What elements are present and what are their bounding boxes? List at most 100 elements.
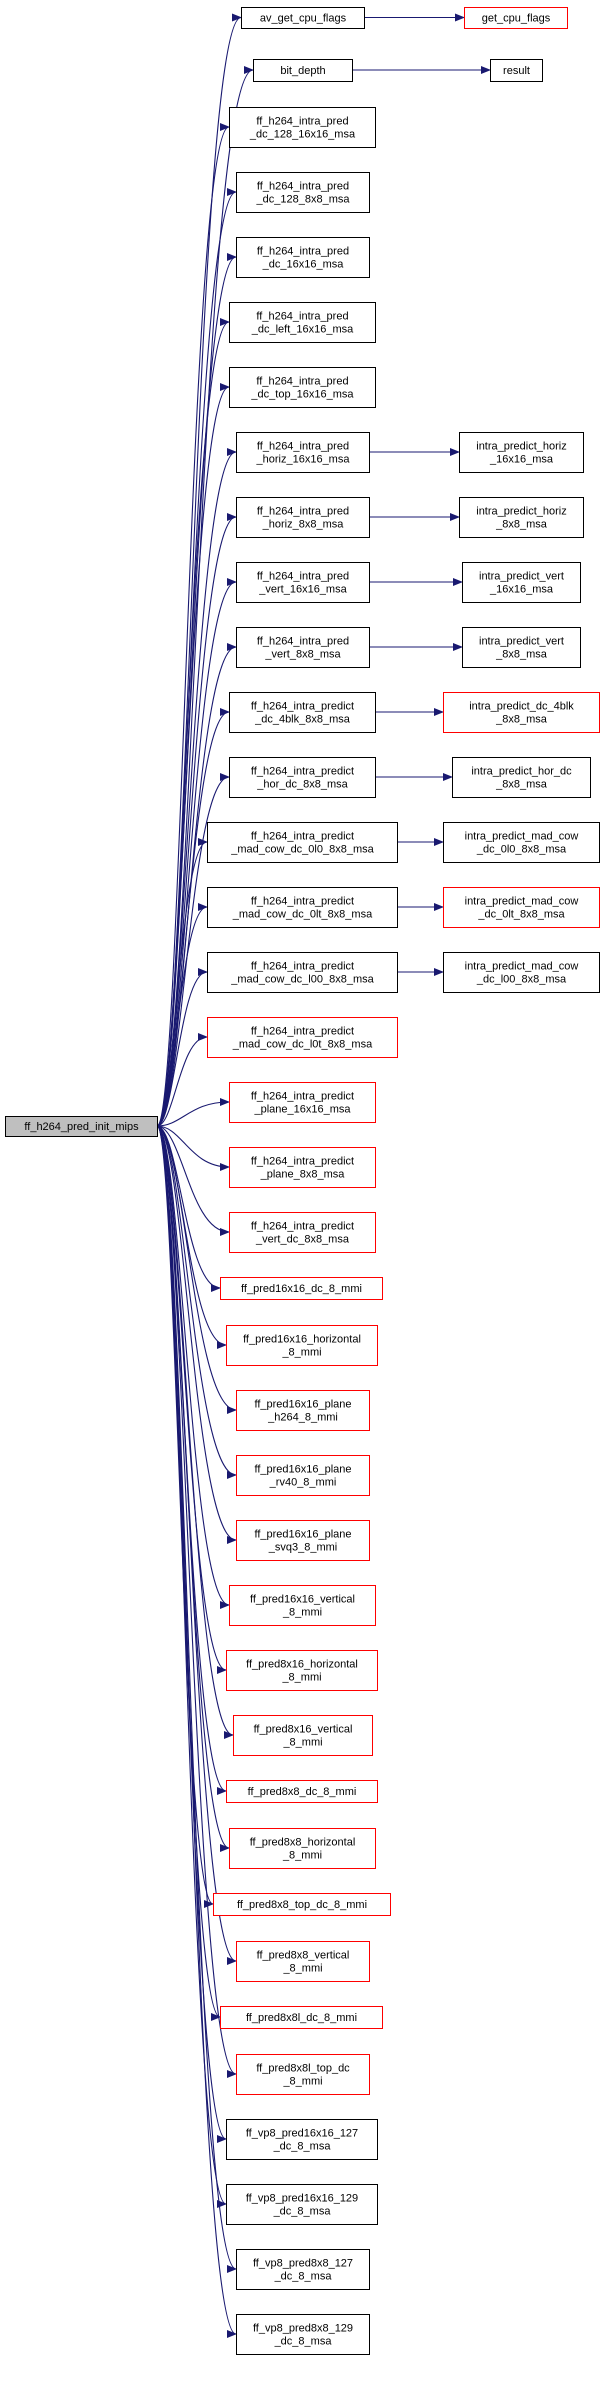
- node-label-line: intra_predict_hor_dc: [471, 766, 572, 778]
- node-label-line: _dc_top_16x16_msa: [250, 389, 354, 401]
- edge-root-to-n23: [156, 1125, 237, 1479]
- node-n10[interactable]: ff_h264_intra_pred_vert_8x8_msa: [236, 627, 370, 668]
- node-n36[interactable]: ff_vp8_pred8x8_127_dc_8_msa: [236, 2249, 370, 2290]
- edge-root-to-n19: [156, 1125, 230, 1236]
- node-n37[interactable]: ff_vp8_pred8x8_129_dc_8_msa: [236, 2314, 370, 2355]
- node-label-line: ff_h264_pred_init_mips: [24, 1121, 139, 1133]
- node-n27[interactable]: ff_pred8x16_vertical_8_mmi: [233, 1715, 373, 1756]
- root-node[interactable]: ff_h264_pred_init_mips: [5, 1116, 158, 1137]
- node-box: [207, 822, 398, 863]
- node-n23[interactable]: ff_pred16x16_plane_rv40_8_mmi: [236, 1455, 370, 1496]
- node-n0[interactable]: av_get_cpu_flags: [241, 7, 365, 29]
- node-box: [236, 2314, 370, 2355]
- node-label-line: _8x8_msa: [495, 649, 548, 661]
- node-n30[interactable]: ff_pred8x8_top_dc_8_mmi: [213, 1893, 391, 1916]
- node-box: [207, 887, 398, 928]
- node-label-line: _dc_128_8x8_msa: [256, 194, 351, 206]
- node-m8[interactable]: intra_predict_horiz_8x8_msa: [459, 497, 584, 538]
- node-n16[interactable]: ff_h264_intra_predict_mad_cow_dc_l0t_8x8…: [207, 1017, 398, 1058]
- edge-layer: [156, 13, 491, 2338]
- node-m10[interactable]: intra_predict_vert_8x8_msa: [462, 627, 581, 668]
- node-box: [226, 2184, 378, 2225]
- node-n32[interactable]: ff_pred8x8l_dc_8_mmi: [220, 2006, 383, 2029]
- node-n25[interactable]: ff_pred16x16_vertical_8_mmi: [229, 1585, 376, 1626]
- node-n24[interactable]: ff_pred16x16_plane_svq3_8_mmi: [236, 1520, 370, 1561]
- node-n26[interactable]: ff_pred8x16_horizontal_8_mmi: [226, 1650, 378, 1691]
- node-n9[interactable]: ff_h264_intra_pred_vert_16x16_msa: [236, 562, 370, 603]
- node-label-line: ff_h264_intra_pred: [257, 571, 349, 583]
- edge-root-to-n4: [156, 253, 237, 1127]
- node-label-line: _8_mmi: [281, 1672, 321, 1684]
- node-n28[interactable]: ff_pred8x8_dc_8_mmi: [226, 1780, 378, 1803]
- node-label-line: intra_predict_mad_cow: [465, 831, 579, 843]
- edge-root-to-n24: [156, 1125, 237, 1544]
- node-label-line: ff_h264_intra_pred: [256, 116, 348, 128]
- node-box: [236, 627, 370, 668]
- node-n7[interactable]: ff_h264_intra_pred_horiz_16x16_msa: [236, 432, 370, 473]
- node-box: [462, 562, 581, 603]
- edge-root-to-n22: [156, 1125, 237, 1414]
- node-n29[interactable]: ff_pred8x8_horizontal_8_mmi: [229, 1828, 376, 1869]
- node-label-line: _mad_cow_dc_0l0_8x8_msa: [230, 844, 374, 856]
- node-n22[interactable]: ff_pred16x16_plane_h264_8_mmi: [236, 1390, 370, 1431]
- edge-root-to-n30: [156, 1125, 214, 1908]
- node-n15[interactable]: ff_h264_intra_predict_mad_cow_dc_l00_8x8…: [207, 952, 398, 993]
- node-label-line: _horiz_8x8_msa: [262, 519, 345, 531]
- node-n6[interactable]: ff_h264_intra_pred_dc_top_16x16_msa: [229, 367, 376, 408]
- node-m12[interactable]: intra_predict_hor_dc_8x8_msa: [452, 757, 591, 798]
- node-n17[interactable]: ff_h264_intra_predict_plane_16x16_msa: [229, 1082, 376, 1123]
- node-n21[interactable]: ff_pred16x16_horizontal_8_mmi: [226, 1325, 378, 1366]
- node-label-line: ff_h264_intra_pred: [257, 246, 349, 258]
- node-label-line: av_get_cpu_flags: [260, 13, 347, 25]
- node-n20[interactable]: ff_pred16x16_dc_8_mmi: [220, 1277, 383, 1300]
- node-box: [226, 1780, 378, 1803]
- node-box: [236, 562, 370, 603]
- node-label-line: _dc_8_msa: [274, 2336, 333, 2348]
- node-m11[interactable]: intra_predict_dc_4blk_8x8_msa: [443, 692, 600, 733]
- node-n19[interactable]: ff_h264_intra_predict_vert_dc_8x8_msa: [229, 1212, 376, 1253]
- node-n13[interactable]: ff_h264_intra_predict_mad_cow_dc_0l0_8x8…: [207, 822, 398, 863]
- node-label-line: ff_pred8x16_horizontal: [246, 1659, 358, 1671]
- node-n8[interactable]: ff_h264_intra_pred_horiz_8x8_msa: [236, 497, 370, 538]
- node-box: [236, 432, 370, 473]
- node-label-line: ff_h264_intra_predict: [251, 831, 354, 843]
- node-m1[interactable]: result: [490, 59, 543, 82]
- node-n35[interactable]: ff_vp8_pred16x16_129_dc_8_msa: [226, 2184, 378, 2225]
- node-label-line: _dc_0l0_8x8_msa: [476, 844, 567, 856]
- node-n3[interactable]: ff_h264_intra_pred_dc_128_8x8_msa: [236, 172, 370, 213]
- node-n31[interactable]: ff_pred8x8_vertical_8_mmi: [236, 1941, 370, 1982]
- node-label-line: ff_h264_intra_predict: [251, 1221, 354, 1233]
- node-label-line: intra_predict_horiz: [476, 441, 567, 453]
- node-m7[interactable]: intra_predict_horiz_16x16_msa: [459, 432, 584, 473]
- node-label-line: ff_pred8x8l_top_dc: [256, 2063, 350, 2075]
- node-label-line: ff_pred16x16_dc_8_mmi: [241, 1283, 362, 1295]
- node-m13[interactable]: intra_predict_mad_cow_dc_0l0_8x8_msa: [443, 822, 600, 863]
- node-n1[interactable]: bit_depth: [253, 59, 353, 82]
- node-box: [229, 1147, 376, 1188]
- node-label-line: result: [503, 65, 530, 77]
- node-box: [236, 172, 370, 213]
- node-n34[interactable]: ff_vp8_pred16x16_127_dc_8_msa: [226, 2119, 378, 2160]
- node-m0[interactable]: get_cpu_flags: [464, 7, 568, 29]
- node-label-line: _dc_left_16x16_msa: [251, 324, 354, 336]
- node-n12[interactable]: ff_h264_intra_predict_hor_dc_8x8_msa: [229, 757, 376, 798]
- node-n33[interactable]: ff_pred8x8l_top_dc_8_mmi: [236, 2054, 370, 2095]
- node-n14[interactable]: ff_h264_intra_predict_mad_cow_dc_0lt_8x8…: [207, 887, 398, 928]
- node-m15[interactable]: intra_predict_mad_cow_dc_l00_8x8_msa: [443, 952, 600, 993]
- node-n11[interactable]: ff_h264_intra_predict_dc_4blk_8x8_msa: [229, 692, 376, 733]
- node-label-line: ff_pred16x16_vertical: [250, 1594, 355, 1606]
- node-label-line: _rv40_8_mmi: [269, 1477, 337, 1489]
- node-n2[interactable]: ff_h264_intra_pred_dc_128_16x16_msa: [229, 107, 376, 148]
- node-m9[interactable]: intra_predict_vert_16x16_msa: [462, 562, 581, 603]
- node-label-line: intra_predict_mad_cow: [465, 896, 579, 908]
- node-label-line: ff_h264_intra_pred: [257, 636, 349, 648]
- node-label-line: _8_mmi: [282, 1607, 322, 1619]
- node-n18[interactable]: ff_h264_intra_predict_plane_8x8_msa: [229, 1147, 376, 1188]
- node-n5[interactable]: ff_h264_intra_pred_dc_left_16x16_msa: [229, 302, 376, 343]
- node-n4[interactable]: ff_h264_intra_pred_dc_16x16_msa: [236, 237, 370, 278]
- edge-root-to-n16: [156, 1033, 208, 1127]
- node-label-line: _8_mmi: [281, 1347, 321, 1359]
- node-label-line: _dc_4blk_8x8_msa: [254, 714, 351, 726]
- node-m14[interactable]: intra_predict_mad_cow_dc_0lt_8x8_msa: [443, 887, 600, 928]
- node-label-line: ff_h264_intra_predict: [251, 1156, 354, 1168]
